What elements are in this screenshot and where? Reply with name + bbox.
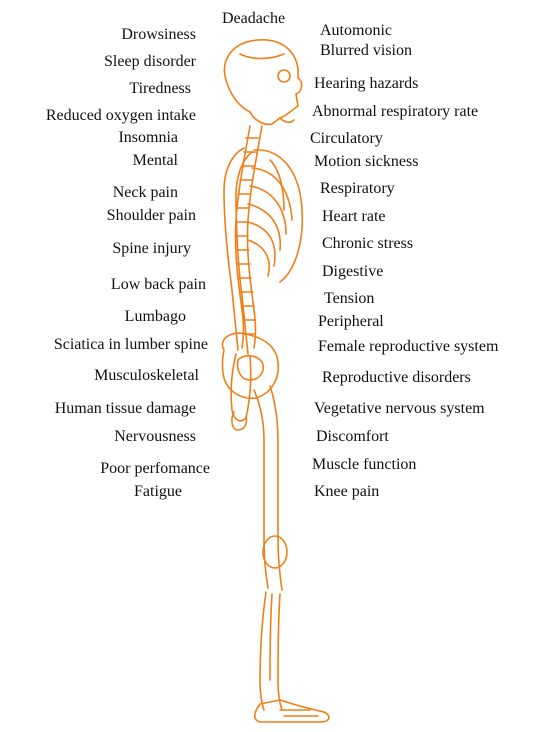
left-label-5: Insomnia <box>118 129 178 147</box>
left-label-2: Sleep disorder <box>104 53 196 71</box>
right-label-16: Discomfort <box>316 428 389 446</box>
jaw <box>280 118 294 122</box>
right-label-13: Female reproductive system <box>318 338 498 356</box>
left-label-17: Fatigue <box>134 483 182 501</box>
right-label-17: Muscle function <box>312 456 416 474</box>
right-label-5: Circulatory <box>310 130 383 148</box>
right-label-18: Knee pain <box>314 483 379 501</box>
left-label-1: Drowsiness <box>121 26 196 44</box>
spine <box>235 126 262 348</box>
left-label-13: Musculoskeletal <box>94 367 199 385</box>
left-label-10: Low back pain <box>111 276 206 294</box>
right-label-9: Chronic stress <box>322 235 413 253</box>
right-label-6: Motion sickness <box>314 153 418 171</box>
right-label-11: Tension <box>324 290 374 308</box>
left-label-8: Shoulder pain <box>107 207 196 225</box>
right-label-1: Automonic <box>320 22 392 40</box>
foot <box>255 700 329 722</box>
ribcage <box>248 150 302 282</box>
left-label-15: Nervousness <box>114 428 196 446</box>
left-label-14: Human tissue damage <box>55 400 196 418</box>
left-label-16: Poor perfomance <box>100 460 210 478</box>
right-label-2: Blurred vision <box>320 42 412 60</box>
right-label-10: Digestive <box>322 263 383 281</box>
left-label-6: Mental <box>133 152 178 170</box>
eye-socket <box>278 70 290 82</box>
left-label-12: Sciatica in lumber spine <box>54 336 208 354</box>
label-top: Deadache <box>222 10 285 28</box>
right-label-15: Vegetative nervous system <box>314 400 485 418</box>
right-label-4: Abnormal respiratory rate <box>312 103 478 121</box>
left-label-4: Reduced oxygen intake <box>46 107 196 125</box>
right-label-8: Heart rate <box>322 208 386 226</box>
right-label-7: Respiratory <box>320 180 395 198</box>
left-label-11: Lumbago <box>125 308 186 326</box>
left-label-3: Tiredness <box>129 80 191 98</box>
skull-suture <box>240 54 284 59</box>
right-label-3: Hearing hazards <box>314 75 418 93</box>
skull <box>224 40 301 125</box>
left-label-9: Spine injury <box>112 240 191 258</box>
right-label-12: Peripheral <box>318 313 384 331</box>
left-label-7: Neck pain <box>113 184 178 202</box>
right-label-14: Reproductive disorders <box>322 369 471 387</box>
